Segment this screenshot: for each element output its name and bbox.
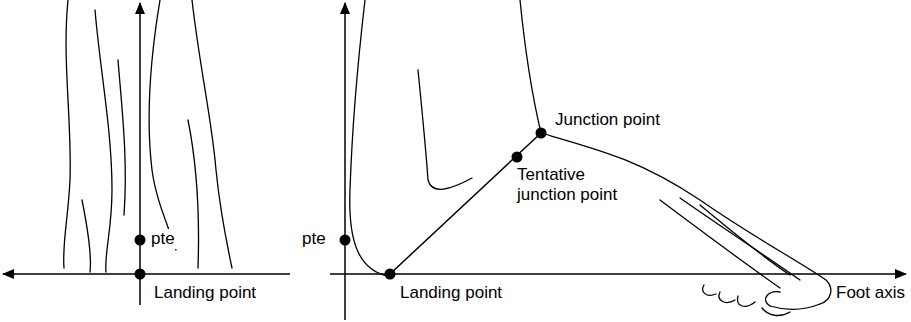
axis-label: Foot axis	[834, 283, 907, 303]
point-label: Junction point	[553, 110, 662, 130]
point-label: pte	[300, 229, 328, 249]
axes	[3, 3, 906, 320]
point-label: Landing point	[152, 283, 258, 303]
point-label: Tentative junction point	[515, 165, 631, 205]
point-markers	[135, 128, 547, 280]
side-view-foot	[350, 0, 831, 315]
point-label: Landing point	[398, 283, 504, 303]
point-label: pte	[149, 229, 177, 249]
rear-view-legs	[64, 0, 232, 272]
